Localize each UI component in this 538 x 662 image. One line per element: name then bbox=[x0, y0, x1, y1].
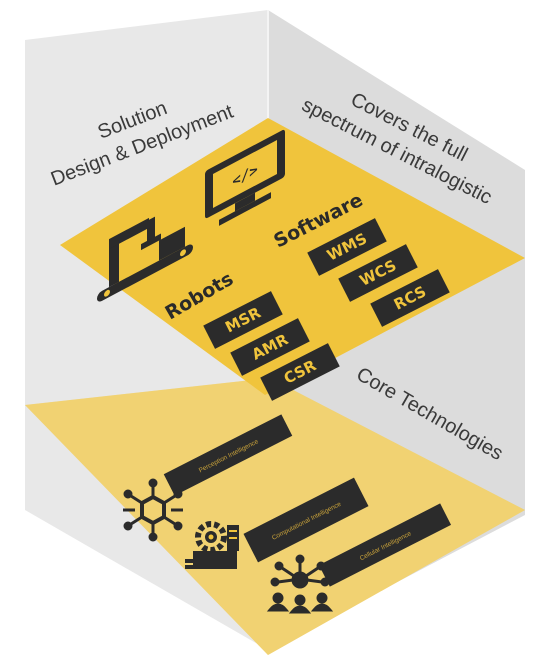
ai-chip-icon bbox=[185, 521, 239, 569]
computer-code-icon: </> bbox=[205, 129, 285, 226]
core-plane-shade bbox=[25, 378, 525, 655]
solution-plane bbox=[60, 118, 525, 395]
team-network-icon bbox=[266, 554, 334, 614]
network-hub-icon bbox=[123, 478, 183, 542]
robot-arm-icon bbox=[97, 216, 193, 302]
software-tag-rcs: RCS bbox=[370, 269, 450, 327]
